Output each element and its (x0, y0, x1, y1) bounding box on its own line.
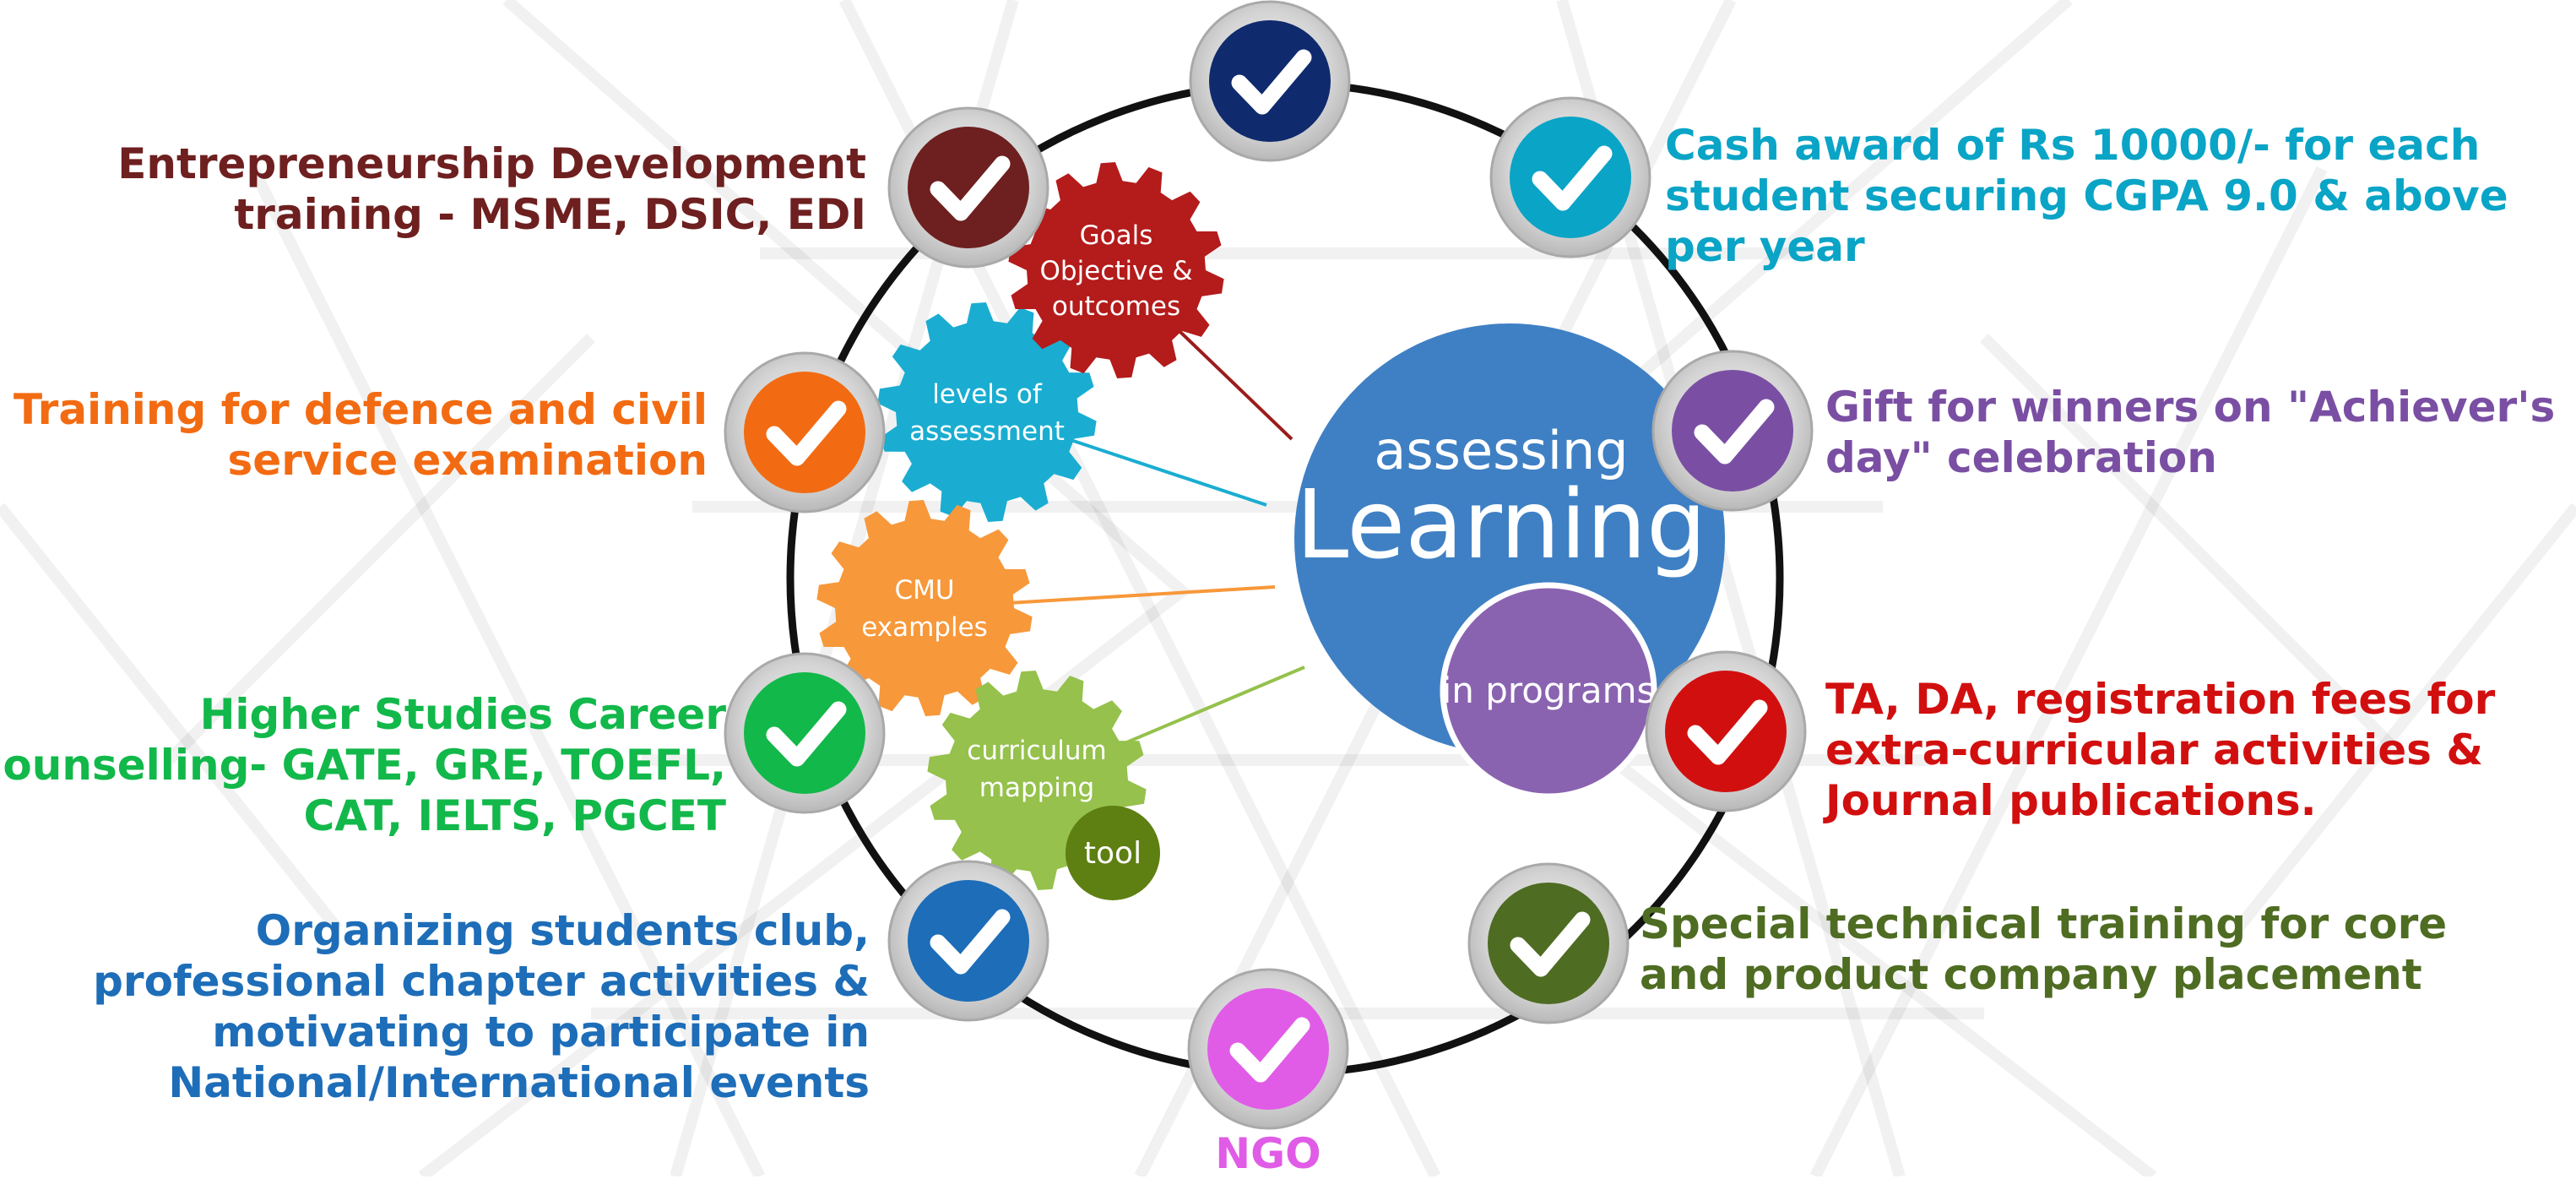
node-disc (1209, 20, 1331, 142)
check-icon (1687, 699, 1768, 765)
label-line: Cash award of Rs 10000/- for each (1665, 121, 2481, 170)
node-ngo (1187, 968, 1349, 1130)
label-line: National/International events (168, 1058, 870, 1107)
node-entrepreneurship (887, 106, 1049, 269)
label-line: TA, DA, registration fees for (1825, 675, 2496, 724)
label-line: service examination (227, 436, 708, 485)
node-disc (908, 880, 1029, 1002)
label-line: Entrepreneurship Development (117, 139, 866, 188)
gear-levels: levels of assessment (877, 302, 1097, 522)
check-icon (766, 400, 847, 466)
label-line: student securing CGPA 9.0 & above (1665, 171, 2508, 220)
hub-sub-circle (1440, 582, 1657, 800)
node-disc (744, 672, 865, 794)
gear-label-goals: Objective & (1039, 256, 1192, 286)
label-line: motivating to participate in (212, 1008, 870, 1057)
node-disc (1488, 883, 1609, 1004)
check-icon (1510, 911, 1591, 977)
label-line: day" celebration (1825, 433, 2217, 482)
node-technical-training (1467, 862, 1630, 1024)
gear-label-cmu: examples (861, 612, 988, 643)
gear-cmu: CMU examples (816, 500, 1033, 716)
tool-badge-label: tool (1084, 836, 1142, 871)
label-line: training - MSME, DSIC, EDI (234, 190, 866, 239)
gear-label-goals: outcomes (1052, 291, 1180, 322)
label-line: and product company placement (1640, 950, 2422, 999)
node-achievers-day (1651, 350, 1814, 512)
label-line: extra-curricular activities & (1825, 725, 2483, 774)
node-ta-da (1645, 650, 1807, 812)
label-line: Organizing students club, (255, 906, 870, 955)
hub-main-word: Learning (1296, 470, 1706, 580)
node-disc (1672, 370, 1793, 492)
gear-label-levels: assessment (909, 416, 1065, 447)
gear-label-levels: levels of (932, 379, 1043, 410)
gear-shape-goals (1008, 162, 1224, 378)
label-line: counselling- GATE, GRE, TOEFL, (0, 741, 726, 790)
label-students-club: Organizing students club,professional ch… (93, 905, 870, 1108)
node-students-club (887, 860, 1049, 1022)
label-line: Training for defence and civil (14, 385, 708, 434)
gear-label-goals: Goals (1080, 220, 1153, 251)
node-disc (744, 372, 865, 493)
gear-shape-cmu (816, 500, 1033, 716)
check-icon (1229, 1017, 1310, 1083)
node-higher-studies (724, 652, 886, 814)
gear-label-curriculum: curriculum (967, 736, 1106, 766)
node-top (1189, 0, 1351, 162)
label-line: Gift for winners on "Achiever's (1825, 383, 2556, 432)
tool-badge (1066, 806, 1160, 900)
label-ngo: NGO (1184, 1128, 1353, 1179)
check-icon (930, 909, 1011, 975)
node-disc (1665, 671, 1787, 792)
node-disc (1207, 988, 1329, 1110)
label-line: CAT, IELTS, PGCET (303, 791, 726, 840)
gear-label-curriculum: mapping (979, 773, 1095, 803)
gear-shape-levels (877, 302, 1097, 522)
node-cash-award (1489, 96, 1651, 258)
hub-sub-label: in programs (1442, 670, 1656, 711)
hub-top-line: assessing (1374, 420, 1628, 481)
check-icon (1694, 399, 1775, 465)
label-line: Higher Studies Career (199, 690, 726, 739)
node-disc (1510, 117, 1631, 238)
label-line: Journal publications. (1825, 776, 2317, 825)
label-line: NGO (1215, 1129, 1321, 1178)
label-line: Special technical training for core (1640, 899, 2448, 948)
check-icon (1231, 49, 1312, 115)
check-icon (1532, 145, 1613, 211)
node-defence-training (724, 351, 886, 513)
node-disc (908, 127, 1029, 248)
label-line: professional chapter activities & (93, 957, 870, 1006)
label-line: per year (1665, 222, 1865, 271)
gear-label-cmu: CMU (894, 575, 954, 606)
check-icon (930, 155, 1011, 221)
check-icon (766, 701, 847, 767)
